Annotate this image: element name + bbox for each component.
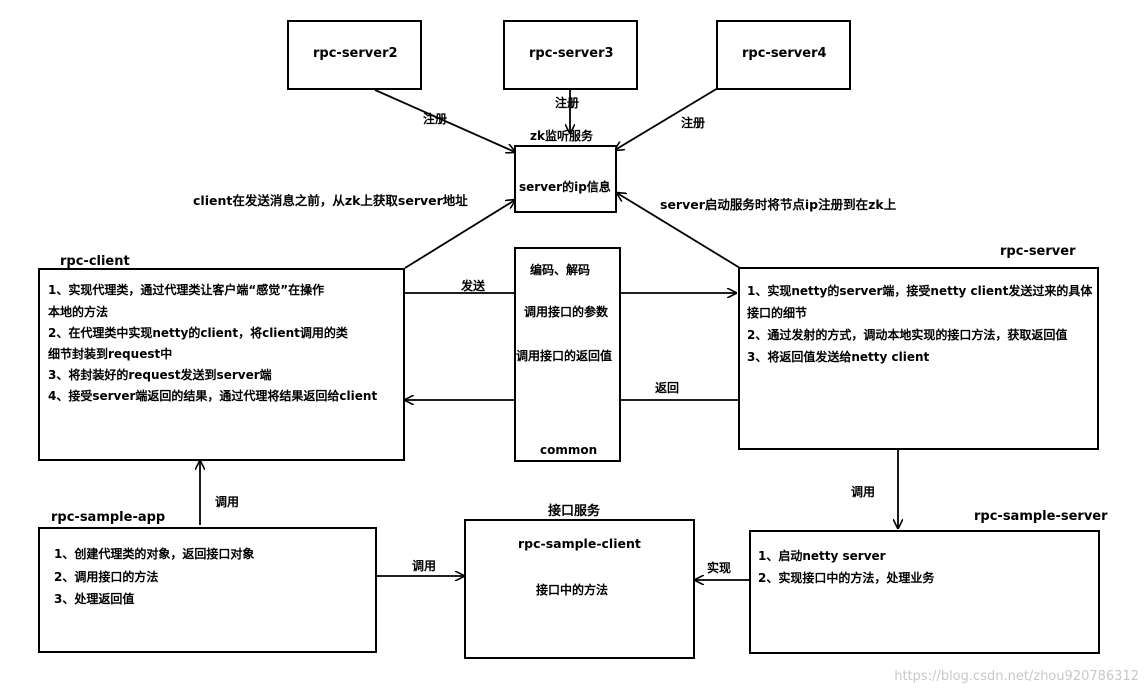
rpc-client-box: 1、实现代理类，通过代理类让客户端“感觉”在操作 本地的方法 2、在代理类中实现…: [38, 268, 405, 461]
watermark: https://blog.csdn.net/zhou920786312: [894, 669, 1139, 684]
common-line-1: 编码、解码: [530, 263, 591, 277]
invoke-server-label: 调用: [851, 485, 876, 499]
rpc-server-line-4: 3、将返回值发送给netty client: [747, 350, 930, 364]
rpc-server-line-2: 接口的细节: [747, 306, 808, 320]
rpc-server4-box: rpc-server4: [716, 20, 851, 90]
sample-app-title: rpc-sample-app: [51, 510, 166, 525]
client-fetch-note: client在发送消息之前，从zk上获取server地址: [193, 193, 468, 208]
zk-body: server的ip信息: [519, 180, 611, 194]
sample-app-line-2: 2、调用接口的方法: [54, 570, 159, 584]
rpc-server-box: 1、实现netty的server端，接受netty client发送过来的具体 …: [738, 267, 1099, 450]
sample-client-box: rpc-sample-client 接口中的方法: [464, 519, 695, 659]
invoke-client-label: 调用: [412, 559, 437, 573]
arrow-server4-zk: [615, 87, 719, 150]
sample-app-line-3: 3、处理返回值: [54, 592, 135, 606]
rpc-server-line-3: 2、通过发射的方式，调动本地实现的接口方法，获取返回值: [747, 328, 1068, 342]
zk-title: zk监听服务: [530, 129, 593, 143]
rpc-server2-label: rpc-server2: [313, 46, 398, 61]
zk-box: server的ip信息: [514, 145, 617, 213]
common-line-2: 调用接口的参数: [524, 305, 609, 319]
register-label-mid: 注册: [555, 96, 580, 110]
arrow-client-zk: [404, 200, 515, 269]
server-register-note: server启动服务时将节点ip注册到在zk上: [660, 197, 897, 212]
common-box: 编码、解码 调用接口的参数 调用接口的返回值 common: [514, 247, 621, 462]
rpc-server4-label: rpc-server4: [742, 46, 827, 61]
rpc-client-line-6: 4、接受server端返回的结果，通过代理将结果返回给client: [48, 389, 378, 403]
rpc-client-line-5: 3、将封装好的request发送到server端: [48, 368, 272, 382]
sample-app-box: 1、创建代理类的对象，返回接口对象 2、调用接口的方法 3、处理返回值: [38, 527, 377, 653]
sample-server-box: 1、启动netty server 2、实现接口中的方法，处理业务: [749, 530, 1100, 654]
rpc-server3-box: rpc-server3: [503, 20, 638, 90]
rpc-server-line-1: 1、实现netty的server端，接受netty client发送过来的具体: [747, 284, 1093, 298]
common-footer: common: [540, 443, 598, 457]
sample-client-body: 接口中的方法: [536, 583, 609, 597]
sample-server-title: rpc-sample-server: [974, 509, 1108, 524]
arrow-server2-zk: [374, 89, 515, 152]
rpc-client-line-1: 1、实现代理类，通过代理类让客户端“感觉”在操作: [48, 283, 325, 297]
sample-server-line-2: 2、实现接口中的方法，处理业务: [758, 571, 935, 585]
register-label-left: 注册: [423, 112, 448, 126]
sample-client-name: rpc-sample-client: [518, 536, 641, 551]
arrow-server-zk: [617, 193, 741, 269]
implement-label: 实现: [707, 561, 732, 575]
return-label: 返回: [655, 381, 680, 395]
rpc-server3-label: rpc-server3: [529, 46, 614, 61]
rpc-client-line-3: 2、在代理类中实现netty的client，将client调用的类: [48, 326, 348, 340]
rpc-client-line-2: 本地的方法: [48, 305, 109, 319]
register-label-right: 注册: [681, 116, 706, 130]
rpc-server2-box: rpc-server2: [287, 20, 422, 90]
rpc-client-line-4: 细节封装到request中: [48, 347, 173, 361]
rpc-client-title: rpc-client: [60, 254, 130, 269]
send-label: 发送: [461, 279, 486, 293]
rpc-server-title: rpc-server: [1000, 244, 1076, 259]
common-line-3: 调用接口的返回值: [516, 349, 613, 363]
sample-app-line-1: 1、创建代理类的对象，返回接口对象: [54, 547, 255, 561]
invoke-app-label: 调用: [215, 495, 240, 509]
sample-server-line-1: 1、启动netty server: [758, 549, 886, 563]
interface-service-title: 接口服务: [548, 504, 601, 519]
